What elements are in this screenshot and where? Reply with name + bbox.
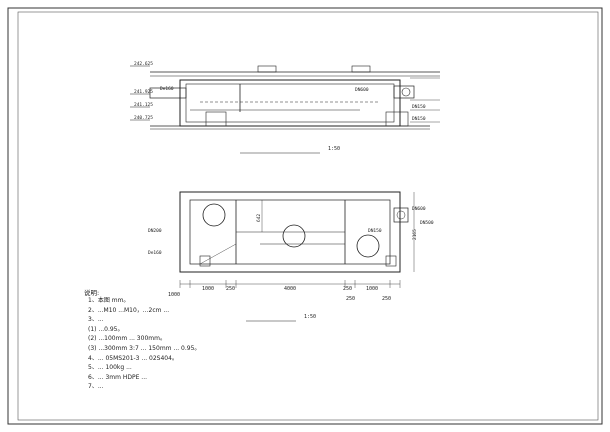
plan-dim-bottom-250-b: 250 bbox=[382, 296, 391, 302]
section-pipe-dn150-a: DN150 bbox=[412, 104, 426, 110]
plan-pipe-dn200: DN200 bbox=[148, 228, 162, 234]
hatch-cover-1 bbox=[257, 65, 277, 73]
sheet-inner-border bbox=[17, 11, 599, 421]
outlet-pipe-section bbox=[393, 85, 415, 99]
plan-dim-1000-a: 1000 bbox=[202, 286, 214, 292]
elev-241-925: 241.925 bbox=[134, 89, 153, 95]
elev-240-725: 240.725 bbox=[134, 115, 153, 121]
note-line: 7、... bbox=[88, 383, 104, 391]
note-line: (1) ...0.95。 bbox=[88, 325, 124, 333]
hatch-cover-2 bbox=[351, 65, 371, 73]
tank-outline-plan bbox=[179, 191, 401, 273]
plan-outlet-box bbox=[393, 207, 409, 223]
tank-outline-section bbox=[179, 79, 401, 127]
plan-dim-642: 642 bbox=[256, 214, 262, 222]
plan-pipe-dn600: DN600 bbox=[412, 206, 426, 212]
plan-dim-2165: 2165 bbox=[412, 229, 418, 240]
sump-left bbox=[205, 111, 227, 127]
plan-dim-bottom-250-a: 250 bbox=[346, 296, 355, 302]
plan-dim-4000: 4000 bbox=[284, 286, 296, 292]
note-line: 1、本图 mm。 bbox=[88, 297, 130, 304]
plan-dim-250-b: 250 bbox=[343, 286, 352, 292]
inlet-pipe-section bbox=[149, 87, 187, 99]
design-notes: 1、本图 mm。2、...M10 ...M10，...2cm ...3、...(… bbox=[88, 296, 518, 392]
note-line: 4、... 05MS201-3 ... 02S404。 bbox=[88, 354, 178, 362]
plan-scale: 1:50 bbox=[304, 314, 316, 320]
note-line: 6、... 3mm HDPE ... bbox=[88, 373, 148, 381]
note-line: (3) ...300mm 3:7 ... 150mm ... 0.95。 bbox=[88, 344, 201, 352]
section-view: 242.625 241.925 241.125 240.725 De160 DN… bbox=[130, 61, 440, 154]
section-pipe-de160: De160 bbox=[160, 86, 174, 92]
elev-242-625: 242.625 bbox=[134, 61, 153, 67]
notes-header: 说明: bbox=[84, 289, 100, 297]
manhole-right bbox=[356, 234, 380, 258]
plan-pipe-de160: De160 bbox=[148, 250, 162, 256]
section-scale: 1:50 bbox=[328, 146, 340, 152]
plan-dim-1000-b: 1000 bbox=[366, 286, 378, 292]
note-line: (2) ...100mm ... 300mm。 bbox=[88, 335, 166, 343]
plan-view: DN200 De160 DN150 DN500 DN600 642 2165 1… bbox=[148, 191, 434, 322]
plan-dim-250-a: 250 bbox=[226, 286, 235, 292]
note-line: 5、... 100kg ... bbox=[88, 364, 132, 372]
tank-inner-plan bbox=[189, 199, 391, 265]
plan-dim-left: 1000 bbox=[168, 292, 180, 298]
plan-inlet-box bbox=[199, 255, 211, 267]
note-line: 3、... bbox=[88, 316, 104, 324]
section-pipe-dn150-b: DN150 bbox=[412, 116, 426, 122]
plan-pipe-dn150: DN150 bbox=[368, 228, 382, 234]
elev-241-125: 241.125 bbox=[134, 102, 153, 108]
tank-inner-section bbox=[185, 83, 395, 123]
sump-right bbox=[385, 111, 409, 127]
manhole-left bbox=[202, 203, 226, 227]
note-line: 2、...M10 ...M10，...2cm ... bbox=[88, 306, 170, 314]
section-pipe-dn600: DN600 bbox=[355, 87, 369, 93]
manhole-center bbox=[282, 224, 306, 248]
sheet-outer-border bbox=[7, 7, 603, 425]
plan-pipe-dn500: DN500 bbox=[420, 220, 434, 226]
elevation-markers: 242.625 241.925 241.125 240.725 bbox=[130, 61, 153, 121]
